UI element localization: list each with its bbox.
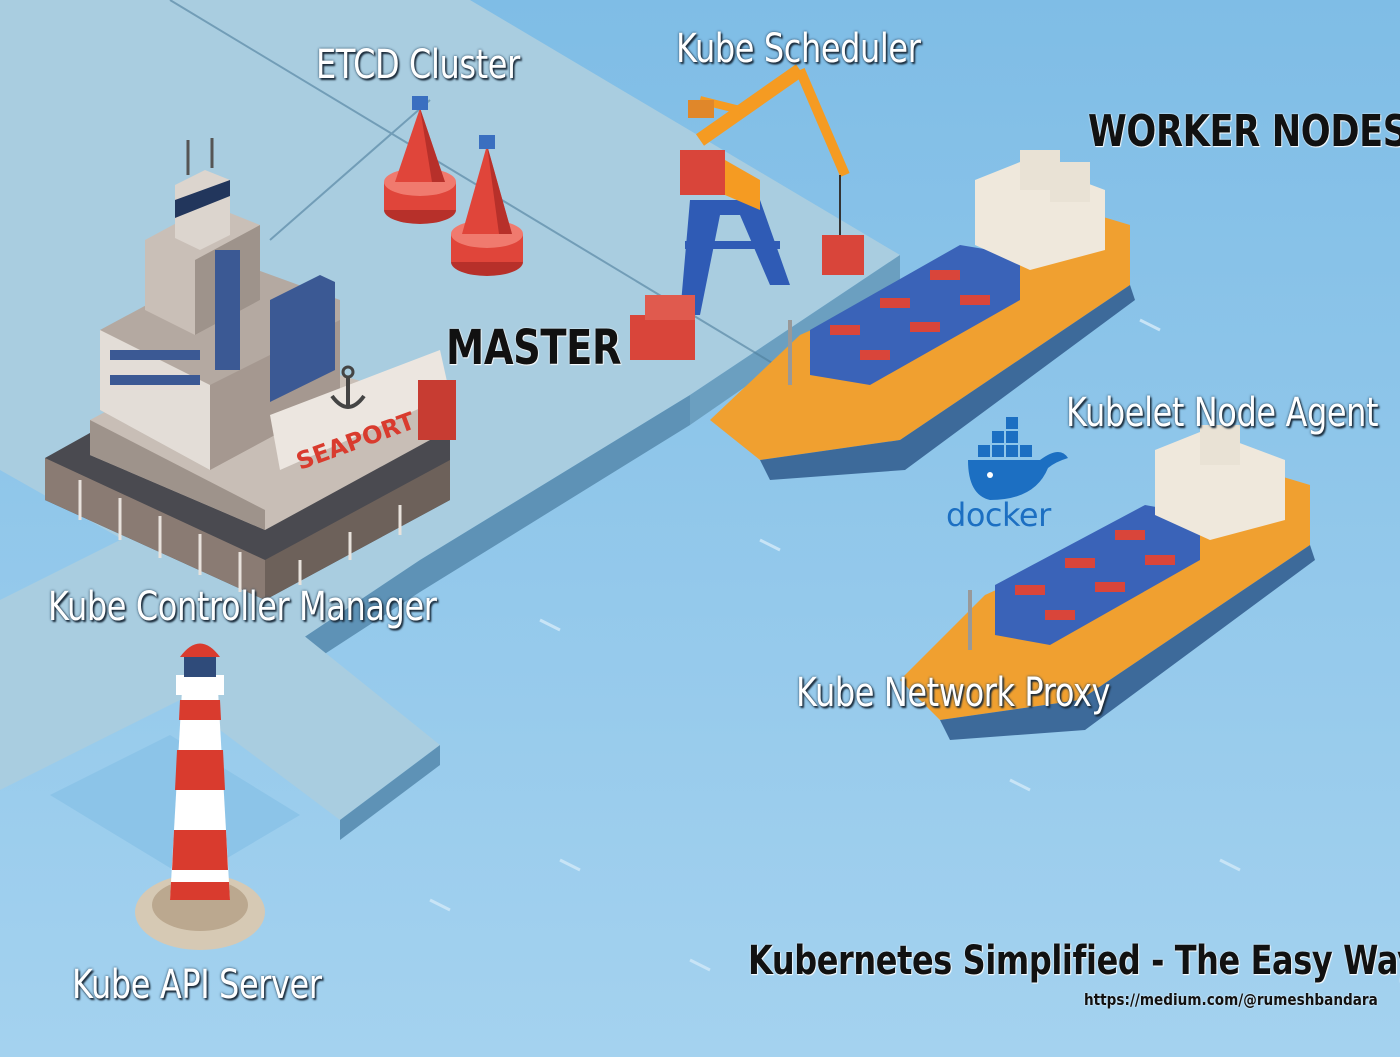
docker-logo-text: docker	[946, 496, 1051, 534]
scheduler-crane	[680, 64, 864, 315]
docker-whale-icon	[968, 417, 1068, 500]
kubelet-node-agent-label: Kubelet Node Agent	[1066, 390, 1379, 436]
lower-pier	[0, 520, 440, 880]
worker-ship-2	[900, 425, 1315, 740]
master-label: MASTER	[446, 320, 622, 376]
kube-api-server-label: Kube API Server	[72, 962, 322, 1008]
api-server-lighthouse	[135, 643, 265, 950]
footer-url[interactable]: https://medium.com/@rumeshbandara	[1084, 990, 1378, 1009]
sea-waves	[429, 318, 1241, 972]
seaport-building: SEAPORT	[45, 138, 450, 600]
etcd-buoy-1	[384, 96, 456, 224]
footer-title: Kubernetes Simplified - The Easy Way	[748, 938, 1400, 984]
kube-controller-manager-label: Kube Controller Manager	[48, 584, 437, 630]
etcd-cluster-label: ETCD Cluster	[316, 42, 520, 88]
kube-network-proxy-label: Kube Network Proxy	[796, 670, 1111, 716]
anchor-icon	[330, 365, 366, 409]
kube-scheduler-label: Kube Scheduler	[676, 26, 921, 72]
etcd-buoy-2	[451, 135, 523, 276]
worker-nodes-label: WORKER NODES	[1088, 106, 1400, 157]
worker-ship-1	[710, 150, 1135, 480]
dock-containers	[418, 295, 695, 440]
